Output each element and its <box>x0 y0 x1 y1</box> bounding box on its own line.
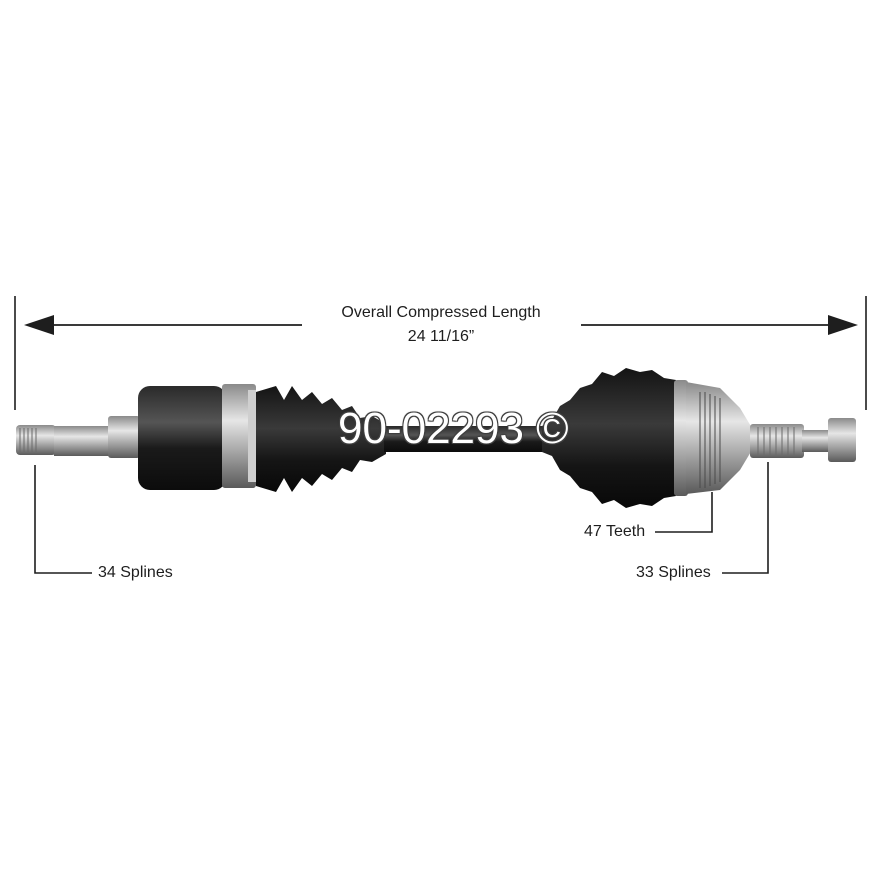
outer-boot <box>542 368 676 508</box>
outer-cv-housing <box>686 382 752 494</box>
axle-nut <box>828 418 856 462</box>
callout-left-splines: 34 Splines <box>98 564 173 581</box>
arrowhead-left <box>24 315 54 335</box>
part-number-watermark: 90-02293 © <box>338 404 569 453</box>
callout-right-splines: 33 Splines <box>636 564 711 581</box>
dimension-title: Overall Compressed Length <box>341 304 541 321</box>
outer-cv-clamp <box>674 380 688 496</box>
left-stub-shaft <box>54 426 112 456</box>
dimension-value: 24 11/16” <box>407 328 475 345</box>
leader-teeth <box>655 492 713 533</box>
inner-boot <box>256 386 386 492</box>
dimension-indicator <box>14 296 867 410</box>
callout-teeth: 47 Teeth <box>584 523 646 540</box>
abs-tone-ring <box>699 392 721 488</box>
threaded-stub <box>802 430 832 452</box>
arrowhead-right <box>828 315 858 335</box>
inner-cv-housing <box>138 386 226 490</box>
left-collar <box>108 416 140 458</box>
cv-axle <box>16 368 856 508</box>
inner-cv-ring <box>222 384 256 488</box>
leader-left-splines <box>34 465 92 574</box>
callout-leaders <box>34 462 769 574</box>
intermediate-shaft <box>384 426 544 452</box>
leader-right-splines <box>722 462 769 574</box>
